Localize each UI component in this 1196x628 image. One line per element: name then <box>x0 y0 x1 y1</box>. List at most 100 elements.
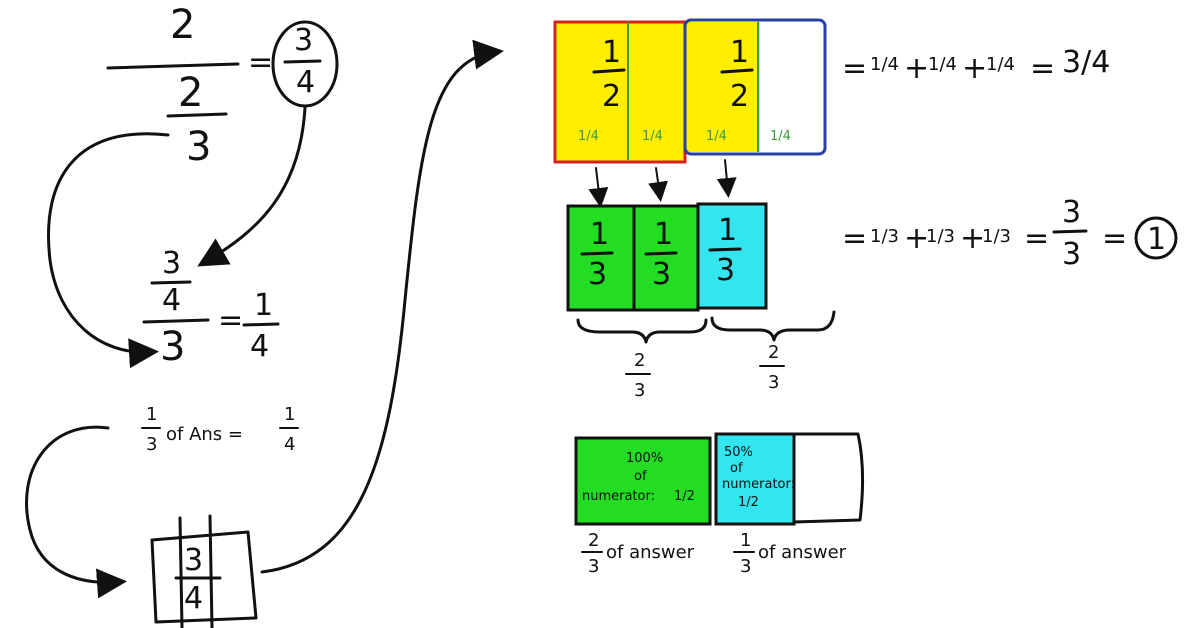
stmt-b-num: 1 <box>284 404 295 425</box>
third-3-bar <box>708 247 742 252</box>
down-arrow-1 <box>588 167 609 208</box>
arrow-statement-to-grid <box>25 425 127 599</box>
stmt-a-num: 1 <box>146 404 157 425</box>
thirds-equation: = 1/3 + 1/3 + 1/3 = 3 3 = 1 <box>842 195 1178 272</box>
third-block-1 <box>566 204 636 312</box>
green-box-line3: numerator: <box>582 489 655 504</box>
quarter-label-3: 1/4 <box>706 129 727 144</box>
den-denominator: 3 <box>186 124 211 170</box>
half-1-den: 2 <box>602 79 621 114</box>
half-block-2-outline <box>683 18 827 156</box>
thirds-model: 1 3 1 3 1 3 <box>566 202 768 312</box>
stmt-b-den: 4 <box>284 434 295 455</box>
half-1-num: 1 <box>602 35 621 70</box>
top-complex-fraction: 2 2 3 = 3 4 <box>106 2 339 170</box>
caption-right: 1 3 of answer <box>733 530 847 577</box>
brace-right-den: 3 <box>768 372 779 393</box>
result-bar <box>283 59 322 64</box>
bottom-green-box: 100% of numerator: 1/2 <box>574 436 712 526</box>
middle-fraction: 3 4 3 = 1 4 <box>142 246 280 370</box>
main-fraction-bar <box>106 62 240 70</box>
third-3-den: 3 <box>716 253 735 288</box>
thirds-term-2: 1/3 <box>926 226 955 247</box>
halves-plus-1: + <box>904 51 929 86</box>
stmt-middle: of Ans = <box>166 424 243 445</box>
thirds-eq-equals: = <box>842 221 867 256</box>
third-2-den: 3 <box>652 257 671 292</box>
thirds-term-1: 1/3 <box>870 226 899 247</box>
brace-left-label: 2 3 <box>625 350 651 401</box>
half-2-num: 1 <box>730 35 749 70</box>
third-block-3 <box>696 202 768 310</box>
result-numerator: 3 <box>294 23 313 58</box>
brace-left-den: 3 <box>634 380 645 401</box>
thirds-result-bar <box>1052 229 1088 234</box>
mid-equals: = <box>218 303 243 338</box>
grid-outline <box>150 530 258 624</box>
brace-right-num: 2 <box>768 342 779 363</box>
mid-result-den: 4 <box>250 329 269 364</box>
thirds-term-3: 1/3 <box>982 226 1011 247</box>
halves-term-3: 1/4 <box>986 54 1015 75</box>
halves-plus-2: + <box>962 51 987 86</box>
final-answer-circle <box>1134 216 1178 260</box>
green-box-rect <box>574 436 712 526</box>
third-1-bar <box>580 251 614 256</box>
mid-inner-bar <box>150 280 192 285</box>
thirds-eq-equals-3: = <box>1102 221 1127 256</box>
halves-eq-equals-2: = <box>1030 51 1055 86</box>
caption-left-text: of answer <box>606 542 695 563</box>
caption-left-num: 2 <box>588 530 599 551</box>
cyan-box-rect <box>714 432 796 526</box>
half-1-bar <box>592 68 626 74</box>
caption-right-text: of answer <box>758 542 847 563</box>
equals-sign: = <box>248 45 273 80</box>
result-denominator: 4 <box>296 65 315 100</box>
thirds-result-den: 3 <box>1062 237 1081 272</box>
den-fraction-bar <box>166 112 228 118</box>
arrow-result-to-mid <box>197 106 307 267</box>
cyan-box-line2: of <box>730 461 743 476</box>
third-3-num: 1 <box>718 213 737 248</box>
tic-tac-grid: 3 4 <box>150 514 258 628</box>
grid-den: 4 <box>184 581 203 616</box>
halves-result: 3/4 <box>1062 45 1110 80</box>
caption-left: 2 3 of answer <box>581 530 695 577</box>
halves-term-1: 1/4 <box>870 54 899 75</box>
grid-num: 3 <box>184 543 203 578</box>
halves-eq-equals: = <box>842 51 867 86</box>
mid-result-num: 1 <box>254 288 273 323</box>
brace-right <box>710 310 836 342</box>
caption-left-den: 3 <box>588 556 599 577</box>
den-numerator: 2 <box>178 70 203 116</box>
result-circle <box>271 20 339 108</box>
quarter-label-2: 1/4 <box>642 129 663 144</box>
down-arrow-3 <box>716 159 737 198</box>
thirds-plus-2: + <box>960 221 985 256</box>
grid-vline-2 <box>208 514 214 628</box>
grid-vline-1 <box>178 516 184 628</box>
brace-left-num: 2 <box>634 350 645 371</box>
mid-num-num: 3 <box>162 246 181 281</box>
quarter-label-1: 1/4 <box>578 129 599 144</box>
final-answer: 1 <box>1147 222 1166 257</box>
down-arrow-2 <box>648 167 668 202</box>
half-block-2-yellow <box>685 22 760 152</box>
thirds-plus-1: + <box>904 221 929 256</box>
halves-equation: = 1/4 + 1/4 + 1/4 = 3/4 <box>842 45 1110 86</box>
green-box-line1: 100% <box>626 451 663 466</box>
caption-right-den: 3 <box>740 556 751 577</box>
top-numerator: 2 <box>170 2 195 48</box>
bottom-cyan-box: 50% of numerator: 1/2 <box>714 432 865 526</box>
stmt-a-den: 3 <box>146 434 157 455</box>
quarter-label-4: 1/4 <box>770 129 791 144</box>
arrow-den-to-mid <box>47 132 170 369</box>
third-2-bar <box>644 251 678 256</box>
halves-model: 1 2 1 2 1/4 1/4 1/4 1/4 <box>553 18 827 164</box>
mid-denominator: 3 <box>160 324 185 370</box>
cyan-box-line1: 50% <box>724 445 753 460</box>
half-block-1 <box>553 20 687 164</box>
half-2-den: 2 <box>730 79 749 114</box>
empty-box-outline <box>792 432 865 524</box>
